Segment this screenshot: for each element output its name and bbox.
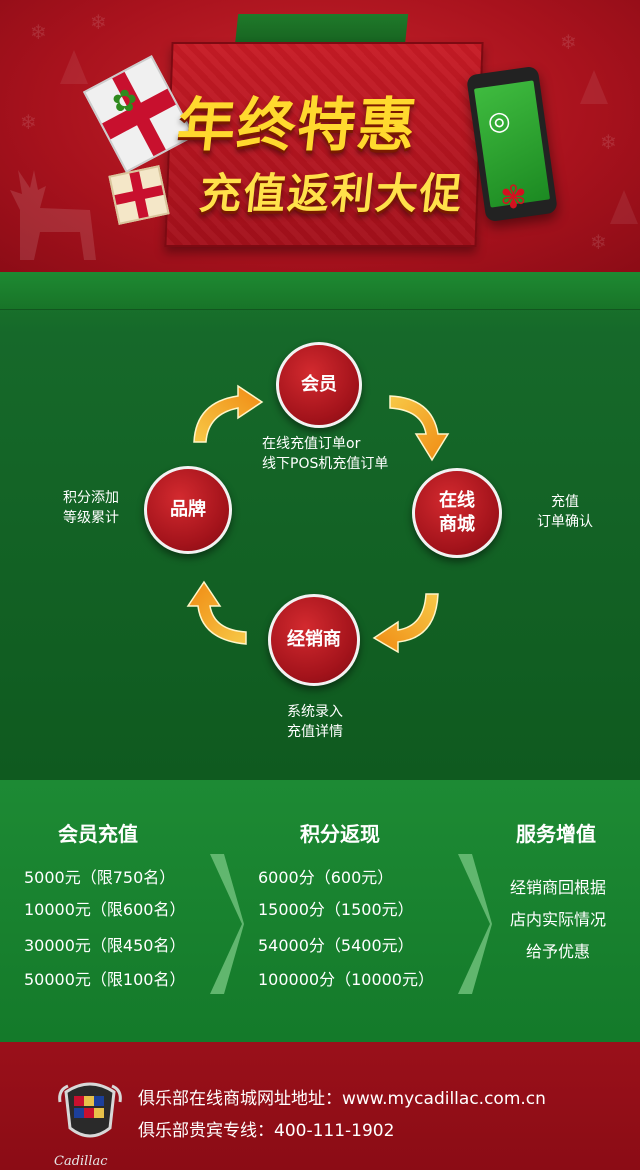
tree-icon [60, 50, 88, 84]
list-item: 54000分（5400元） [258, 936, 414, 955]
bow-icon: ✾ [500, 178, 527, 216]
program-section: 会员充值 积分返现 服务增值 5000元（限750名） 10000元（限600名… [0, 780, 640, 1042]
snowflake-icon: ❄ [20, 110, 37, 134]
hotline-text: 俱乐部贵宾专线：400-111-1902 [138, 1121, 395, 1141]
node-online-mall: 在线 商城 [412, 468, 502, 558]
snowflake-icon: ❄ [90, 10, 107, 34]
curved-arrow-icon [193, 384, 264, 443]
chevron-right-icon [210, 854, 244, 994]
snowflake-icon: ❄ [590, 230, 607, 254]
list-item: 5000元（限750名） [24, 868, 176, 887]
section-band [0, 272, 640, 310]
curved-arrow-icon [389, 395, 450, 462]
snowflake-icon: ❄ [560, 30, 577, 54]
chevron-right-icon [458, 854, 492, 994]
cadillac-logo [58, 1082, 122, 1138]
tree-icon [610, 190, 638, 224]
tree-icon [580, 70, 608, 104]
node-dealer: 经销商 [268, 594, 360, 686]
list-item: 100000分（10000元） [258, 970, 434, 989]
reindeer-icon [10, 170, 96, 260]
gift-icon [108, 165, 170, 225]
list-item: 经销商回根据 [510, 878, 607, 897]
list-item: 6000分（600元） [258, 868, 394, 887]
label-brand: 积分添加 等级累计 [63, 490, 119, 526]
list-item: 30000元（限450名） [24, 936, 186, 955]
list-item: 50000元（限100名） [24, 970, 186, 989]
page-subtitle: 充值返利大促 [197, 169, 467, 218]
header-banner: ❄ ❄ ❄ ❄ ❄ ❄ ✿ ◎ ✾ 年终特惠 充值返利大促 [0, 0, 640, 272]
list-item: 10000元（限600名） [24, 900, 186, 919]
column-title-service: 服务增值 [516, 822, 596, 846]
logo-wordmark: Cadillac [54, 1154, 108, 1169]
wechat-icon: ◎ [485, 105, 513, 139]
label-member: 在线充值订单or 线下POS机充值订单 [262, 436, 389, 472]
list-item: 店内实际情况 [510, 910, 607, 929]
column-title-recharge: 会员充值 [58, 822, 138, 846]
list-item: 给予优惠 [526, 942, 591, 961]
footer: Cadillac 俱乐部在线商城网址地址：www.mycadillac.com.… [0, 1042, 640, 1170]
mall-url-text: 俱乐部在线商城网址地址：www.mycadillac.com.cn [138, 1089, 546, 1109]
process-loop-section: 会员 在线 商城 经销商 品牌 在线充值订单or 线下POS机充值订单 充值 订… [0, 272, 640, 780]
snowflake-icon: ❄ [600, 130, 617, 154]
holly-icon: ✿ [112, 84, 138, 119]
page-title: 年终特惠 [173, 91, 422, 159]
curved-arrow-icon [186, 580, 247, 645]
label-online-mall: 充值 订单确认 [537, 494, 593, 530]
node-member: 会员 [276, 342, 362, 428]
curved-arrow-icon [372, 593, 439, 654]
node-brand: 品牌 [144, 466, 232, 554]
column-title-points: 积分返现 [300, 822, 380, 846]
list-item: 15000分（1500元） [258, 900, 414, 919]
label-dealer: 系统录入 充值详情 [287, 704, 343, 740]
snowflake-icon: ❄ [30, 20, 47, 44]
